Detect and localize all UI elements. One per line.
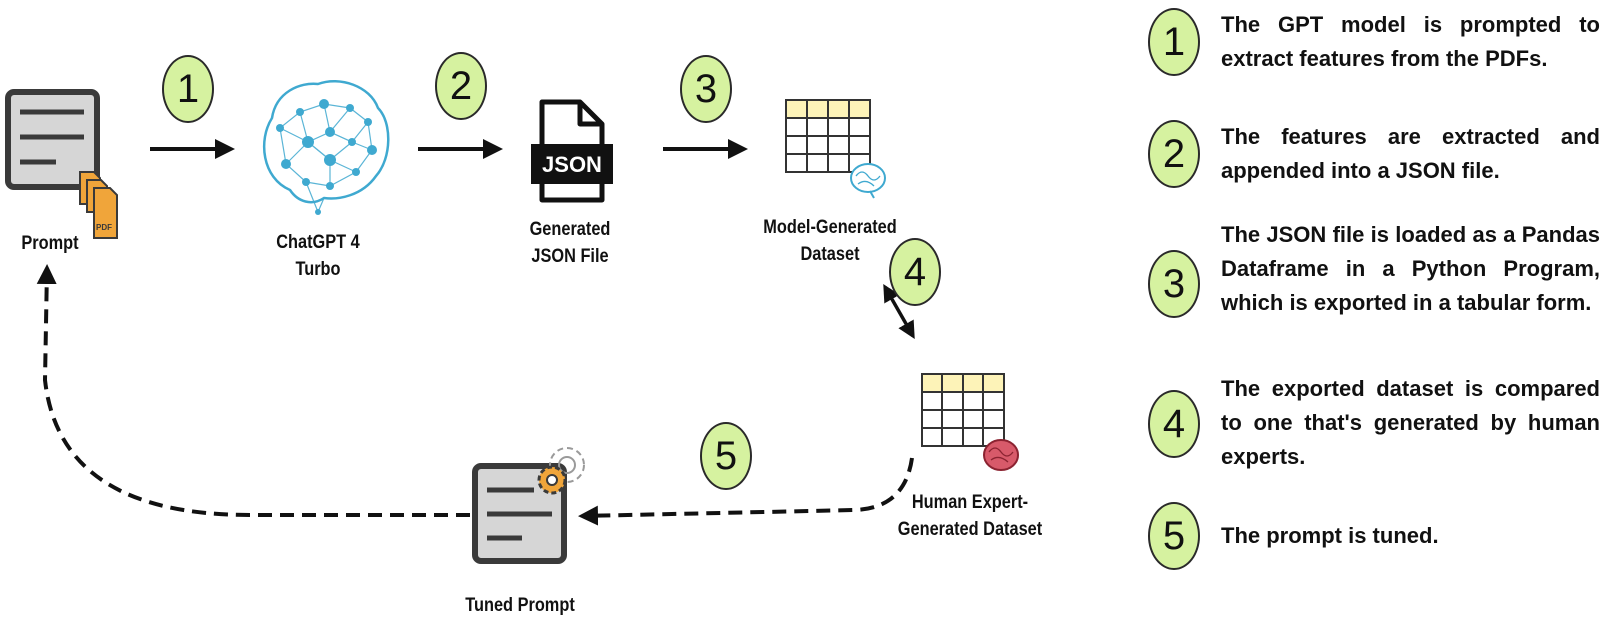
step-badge-5: 5	[700, 422, 752, 490]
tuned-prompt-label: Tuned Prompt	[465, 595, 575, 616]
human-dataset-table-icon	[921, 373, 1005, 447]
model-dataset-label-line-2: Dataset	[800, 244, 860, 265]
prompt-document-icon	[5, 89, 100, 190]
legend-text-5: The prompt is tuned.	[1221, 523, 1439, 548]
arrow-step-4-compare	[883, 283, 915, 340]
legend-badge-3: 3	[1148, 250, 1200, 318]
json-file-label-line-1: Generated	[529, 219, 611, 240]
step-badge-4: 4	[889, 238, 941, 306]
human-dataset-label-line-1: Human Expert-	[911, 492, 1029, 513]
model-dataset-brain-icon	[850, 163, 886, 199]
step-legend: 1 The GPT model is prompted to extract f…	[1148, 0, 1600, 634]
pdf-files-icon: PDF	[79, 171, 118, 239]
json-file-icon: JSON	[531, 99, 613, 203]
brain-network-icon	[262, 80, 390, 215]
prompt-label: Prompt	[21, 233, 79, 254]
json-file-label: Generated JSON File	[518, 216, 621, 270]
chatgpt-label-line-2: Turbo	[295, 259, 341, 280]
legend-text-3: The JSON file is loaded as a Pandas Data…	[1221, 222, 1600, 315]
legend-text-4: The exported dataset is compared to one …	[1221, 376, 1600, 469]
step-badge-2: 2	[435, 52, 487, 120]
legend-badge-5: 5	[1148, 502, 1200, 570]
pdf-badge-text: PDF	[96, 223, 112, 232]
arrow-step-5-tune	[578, 457, 914, 526]
human-dataset-label-line-2: Generated Dataset	[897, 519, 1043, 540]
gear-icon	[537, 447, 585, 495]
legend-text-2: The features are extracted and appended …	[1221, 124, 1600, 183]
model-dataset-label-line-1: Model-Generated	[763, 217, 897, 238]
legend-badge-2: 2	[1148, 120, 1200, 188]
step-badge-3: 3	[680, 55, 732, 123]
step-badge-1: 1	[162, 55, 214, 123]
json-file-label-line-2: JSON File	[531, 246, 609, 267]
diagram-canvas: PDF	[5, 80, 1019, 564]
arrow-feedback-to-prompt	[36, 264, 470, 517]
model-dataset-table-icon	[785, 99, 871, 173]
tuned-prompt-document-icon	[472, 463, 567, 564]
legend-text-1: The GPT model is prompted to extract fea…	[1221, 12, 1600, 71]
chatgpt-label: ChatGPT 4 Turbo	[266, 229, 369, 283]
legend-badge-1: 1	[1148, 8, 1200, 76]
legend-badge-4: 4	[1148, 390, 1200, 458]
chatgpt-label-line-1: ChatGPT 4	[276, 232, 360, 253]
human-brain-icon	[983, 439, 1019, 471]
model-dataset-label: Model-Generated Dataset	[753, 214, 908, 268]
json-icon-text: JSON	[542, 152, 602, 177]
human-dataset-label: Human Expert- Generated Dataset	[884, 489, 1056, 543]
